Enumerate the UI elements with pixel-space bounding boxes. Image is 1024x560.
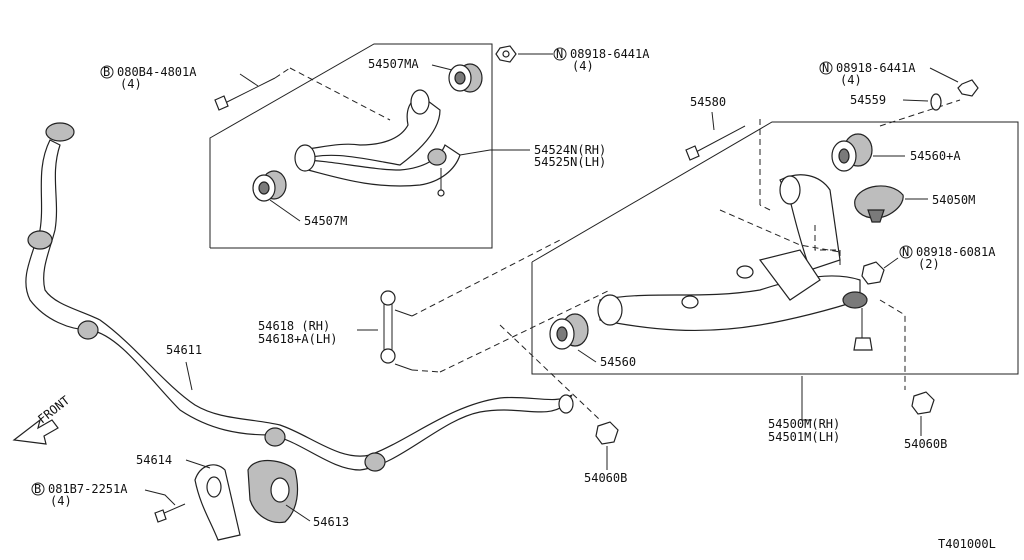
marker-b-1: B	[103, 65, 110, 79]
label-bolt-b: 081B7-2251A	[48, 482, 128, 496]
marker-n-2: N	[822, 61, 829, 75]
stabilizer-bushing	[247, 460, 311, 524]
front-arrow	[12, 418, 59, 445]
label-nut-right-qty: (4)	[840, 73, 862, 87]
label-stab-bush: 54613	[313, 515, 349, 529]
label-bush-upper-front: 54507MA	[368, 57, 419, 71]
diagram-id: T401000L	[938, 537, 996, 551]
label-nut-stab-right: 54060B	[904, 437, 947, 451]
stabilizer-link	[357, 239, 611, 421]
label-bolt-a-qty: (4)	[120, 77, 142, 91]
label-nut-upper-qty: (4)	[572, 59, 594, 73]
stabilizer-bracket	[185, 459, 241, 541]
label-stopper: 54050M	[932, 193, 975, 207]
marker-b-2: B	[34, 482, 41, 496]
bolt-080b4	[214, 67, 291, 111]
label-lower-arm-rh: 54500M(RH)	[768, 417, 840, 431]
label-stabilizer: 54611	[166, 343, 202, 357]
label-bracket: 54614	[136, 453, 172, 467]
nut-54060b-left	[595, 421, 619, 470]
label-upper-arm-rh: 54524N(RH)	[534, 143, 606, 157]
label-group: B 080B4-4801A (4) N 08918-6441A (4) 5450…	[31, 47, 996, 551]
marker-n-1: N	[556, 47, 563, 61]
label-nut-ball: 08918-6081A	[916, 245, 996, 259]
nut-washer-right	[902, 67, 979, 111]
stabilizer-bar	[25, 122, 574, 472]
label-lower-arm-lh: 54501M(LH)	[768, 430, 840, 444]
label-nut-upper: 08918-6441A	[570, 47, 650, 61]
label-nut-right: 08918-6441A	[836, 61, 916, 75]
label-bolt-a: 080B4-4801A	[117, 65, 197, 79]
label-nut-stab-left: 54060B	[584, 471, 627, 485]
label-bolt-580: 54580	[690, 95, 726, 109]
label-upper-arm-lh: 54525N(LH)	[534, 155, 606, 169]
label-bush-lower-front: 54560+A	[910, 149, 961, 163]
upper-arm-group	[209, 43, 530, 249]
bolt-54580	[685, 111, 746, 161]
label-washer: 54559	[850, 93, 886, 107]
marker-n-3: N	[902, 245, 909, 259]
bolt-081b7	[144, 489, 186, 523]
label-link-rh: 54618 (RH)	[258, 319, 330, 333]
label-bush-upper-rear: 54507M	[304, 214, 347, 228]
label-bush-lower-rear: 54560	[600, 355, 636, 369]
nut-54060b-right	[911, 391, 935, 436]
label-nut-ball-qty: (2)	[918, 257, 940, 271]
label-bolt-b-qty: (4)	[50, 494, 72, 508]
nut-upper	[495, 45, 553, 63]
label-link-lh: 54618+A(LH)	[258, 332, 337, 346]
